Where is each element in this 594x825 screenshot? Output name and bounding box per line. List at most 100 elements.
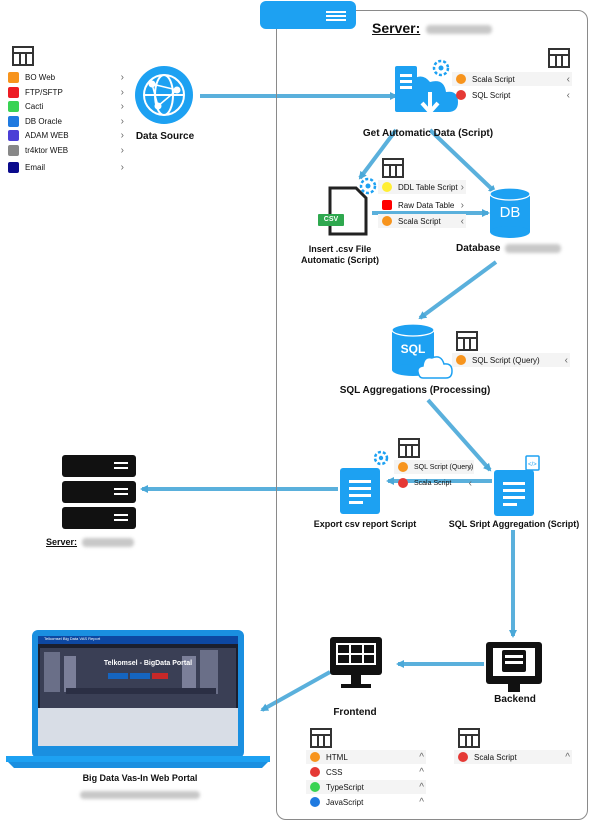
legend-item[interactable]: Cacti› <box>8 99 126 113</box>
insert-csv-label-2: Automatic (Script) <box>300 255 379 265</box>
color-dot <box>456 355 466 365</box>
chevron-left-icon: ‹ <box>566 73 570 85</box>
export-legend: SQL Script (Query)› Scala Script‹ <box>394 460 474 492</box>
table-icon <box>382 158 404 178</box>
table-icon <box>12 46 34 66</box>
color-dot <box>458 752 468 762</box>
chevron-right-icon: › <box>120 129 124 141</box>
chevron-right-icon: › <box>120 161 124 173</box>
table-icon <box>310 728 332 748</box>
color-swatch <box>8 86 19 98</box>
legend-item[interactable]: Scala Script‹ <box>394 476 474 490</box>
color-swatch <box>8 129 19 141</box>
frontend-label: Frontend <box>333 707 377 718</box>
chevron-left-icon: ‹ <box>566 89 570 101</box>
chevron-right-icon: › <box>460 199 464 211</box>
portal-url-redacted <box>70 786 210 804</box>
legend-item[interactable]: JavaScript^ <box>306 795 426 809</box>
server-title: Server: <box>372 20 493 36</box>
color-dot <box>310 767 320 777</box>
chevron-right-icon: › <box>468 461 472 473</box>
portal-title-text: Telkomsel - BigData Portal <box>103 660 193 667</box>
portal-header-text: Telkomsel Big Data VAS Report <box>44 636 101 641</box>
sql-script-agg-label: SQL Sript Aggregation (Script) <box>448 519 580 529</box>
arrow-frontend-to-laptop <box>260 670 331 712</box>
server-container <box>276 10 588 820</box>
chevron-right-icon: › <box>120 115 124 127</box>
legend-item[interactable]: DDL Table Script› <box>378 180 466 194</box>
legend-item[interactable]: BO Web› <box>8 70 126 84</box>
legend-item[interactable]: Scala Script‹ <box>378 214 466 228</box>
legend-item[interactable]: TypeScript^ <box>306 780 426 794</box>
color-dot <box>456 74 466 84</box>
legend-item[interactable]: Scala Script‹ <box>452 72 572 86</box>
get-data-label: Get Automatic Data (Script) <box>362 128 494 139</box>
color-dot <box>382 182 392 192</box>
color-dot <box>398 478 408 488</box>
color-swatch <box>382 200 392 210</box>
table-icon <box>548 48 570 68</box>
server-ip-redacted <box>426 24 493 34</box>
portal-url-blur <box>80 790 200 799</box>
legend-item[interactable]: tr4ktor WEB› <box>8 143 126 157</box>
color-swatch <box>8 161 19 173</box>
chevron-left-icon: ‹ <box>564 354 568 366</box>
legend-item[interactable]: DB Oracle› <box>8 114 126 128</box>
legend-item[interactable]: SQL Script‹ <box>452 88 572 102</box>
chevron-up-icon: ^ <box>419 766 424 778</box>
chevron-left-icon: ‹ <box>468 477 472 489</box>
chevron-right-icon: › <box>120 144 124 156</box>
backend-label: Backend <box>494 694 536 705</box>
database-label: Database <box>456 243 576 254</box>
insert-legend: DDL Table Script› Raw Data Table› Scala … <box>378 180 466 228</box>
legend-item[interactable]: FTP/SFTP› <box>8 85 126 99</box>
legend-item[interactable]: HTML^ <box>306 750 426 764</box>
legend-item[interactable]: SQL Script (Query)› <box>394 460 474 474</box>
server-tab-icon <box>260 1 356 29</box>
sql-badge-label: SQL <box>400 342 426 356</box>
sql-agg-legend: SQL Script (Query)‹ <box>452 353 570 369</box>
arrow-get-to-db <box>428 128 497 194</box>
sql-script-icon <box>494 470 534 516</box>
export-csv-label: Export csv report Script <box>313 519 417 529</box>
backend-legend: Scala Script^ <box>454 750 572 766</box>
chevron-right-icon: › <box>120 86 124 98</box>
color-dot <box>310 752 320 762</box>
color-dot <box>398 462 408 472</box>
color-swatch <box>8 100 19 112</box>
color-dot <box>456 90 466 100</box>
legend-item[interactable]: Email› <box>8 160 126 174</box>
insert-csv-label-1: Insert .csv File <box>308 244 372 254</box>
frontend-legend: HTML^ CSS^ TypeScript^ JavaScript^ <box>306 750 426 812</box>
arrow-sql-to-aggscript <box>426 398 492 472</box>
chevron-up-icon: ^ <box>419 781 424 793</box>
database-name-redacted <box>505 243 562 253</box>
legend-item[interactable]: Scala Script^ <box>454 750 572 764</box>
table-icon <box>458 728 480 748</box>
chevron-right-icon: › <box>120 100 124 112</box>
color-swatch <box>8 144 19 156</box>
chevron-up-icon: ^ <box>419 796 424 808</box>
table-icon <box>398 438 420 458</box>
get-data-legend: Scala Script‹ SQL Script‹ <box>452 72 572 104</box>
chevron-right-icon: › <box>120 71 124 83</box>
source-legend: BO Web› FTP/SFTP› Cacti› DB Oracle› ADAM… <box>8 68 126 178</box>
server2-label: Server: <box>46 537 166 548</box>
table-icon <box>456 331 478 351</box>
portal-label: Big Data Vas-In Web Portal <box>82 773 198 783</box>
color-swatch <box>8 71 19 83</box>
legend-item[interactable]: Raw Data Table› <box>378 198 466 212</box>
db-badge-label: DB <box>499 204 521 221</box>
legend-item[interactable]: SQL Script (Query)‹ <box>452 353 570 367</box>
chevron-up-icon: ^ <box>419 751 424 763</box>
export-script-icon <box>340 468 380 514</box>
server2-ip-redacted <box>81 538 134 548</box>
legend-item[interactable]: ADAM WEB› <box>8 128 126 142</box>
arrow-db-to-sql <box>418 260 498 320</box>
chevron-right-icon: › <box>460 181 464 193</box>
color-swatch <box>8 115 19 127</box>
color-dot <box>310 782 320 792</box>
csv-badge-label: CSV <box>323 216 339 223</box>
legend-item[interactable]: CSS^ <box>306 765 426 779</box>
